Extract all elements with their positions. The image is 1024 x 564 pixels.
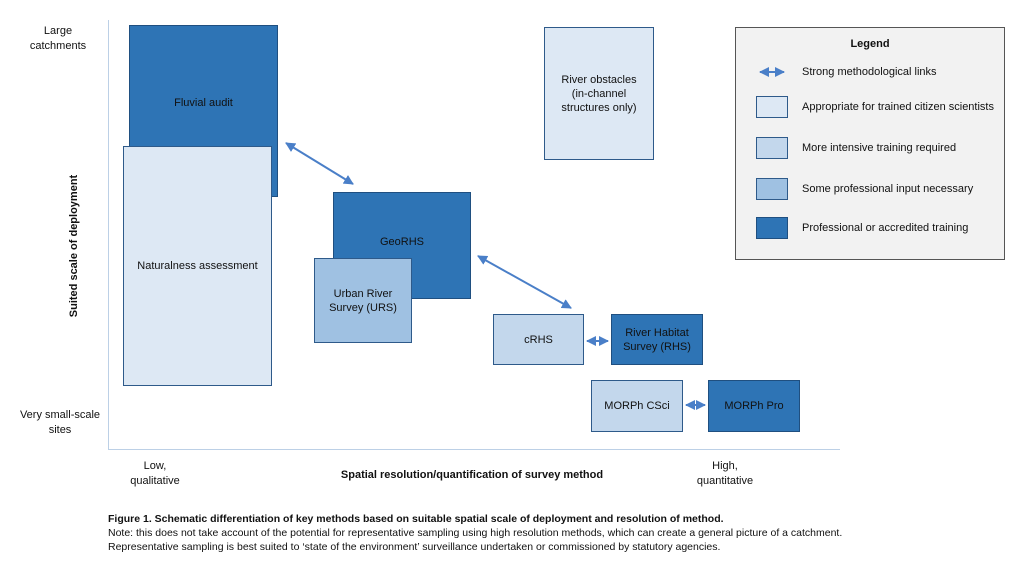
y-axis-line	[108, 20, 109, 450]
legend: Legend Strong methodological links Appro…	[735, 27, 1005, 260]
x-axis-line	[108, 449, 840, 450]
legend-title: Legend	[850, 38, 890, 50]
method-morph-pro: MORPh Pro	[708, 380, 800, 432]
caption-note: Note: this does not take account of the …	[108, 527, 843, 553]
legend-swatch	[756, 137, 788, 159]
link-fluvial-georhs	[285, 142, 354, 185]
method-morph-csci: MORPh CSci	[591, 380, 683, 432]
legend-item-accredited: Professional or accredited training	[756, 217, 968, 239]
legend-item-citizen: Appropriate for trained citizen scientis…	[756, 96, 994, 118]
method-crhs: cRHS	[493, 314, 584, 365]
x-axis-title: Spatial resolution/quantification of sur…	[340, 469, 604, 481]
legend-label: Appropriate for trained citizen scientis…	[802, 101, 994, 113]
legend-item-intensive: More intensive training required	[756, 137, 956, 159]
legend-swatch	[756, 178, 788, 200]
method-naturalness-assessment: Naturalness assessment	[123, 146, 272, 386]
legend-label: Professional or accredited training	[802, 222, 969, 234]
figure-caption: Figure 1. Schematic differentiation of k…	[108, 512, 868, 554]
method-urban-river-survey: Urban River Survey (URS)	[314, 258, 412, 343]
legend-label: Some professional input necessary	[802, 183, 974, 195]
link-georhs-crhs	[477, 255, 572, 309]
method-river-obstacles: River obstacles (in-channel structures o…	[544, 27, 654, 160]
legend-label: More intensive training required	[802, 142, 957, 154]
method-river-habitat-survey: River Habitat Survey (RHS)	[611, 314, 703, 365]
caption-title: Figure 1. Schematic differentiation of k…	[108, 513, 724, 525]
x-axis-left-label: Low,qualitative	[130, 460, 180, 487]
legend-item-professional-input: Some professional input necessary	[756, 178, 973, 200]
legend-item-links: Strong methodological links	[756, 61, 937, 83]
double-arrow-icon	[759, 67, 785, 77]
legend-label: Strong methodological links	[802, 66, 937, 78]
legend-swatch	[756, 96, 788, 118]
legend-swatch	[756, 217, 788, 239]
x-axis-right-label: High,quantitative	[696, 460, 754, 487]
